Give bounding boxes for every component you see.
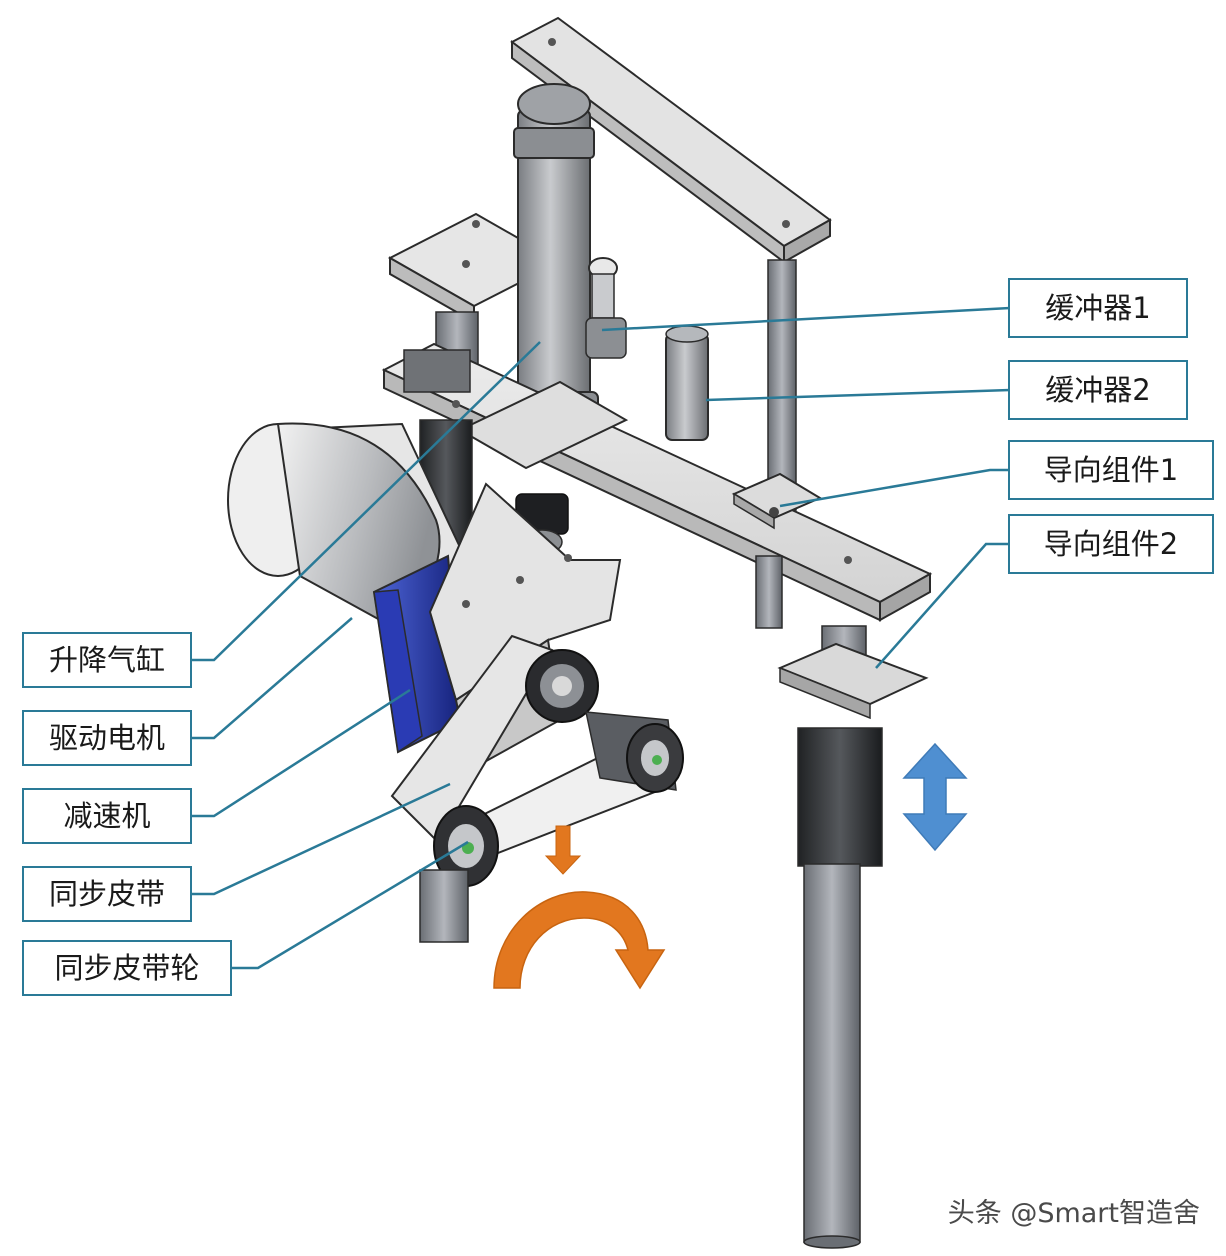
guide-1-flange xyxy=(731,472,823,530)
guide-sleeve xyxy=(797,727,883,867)
label-timing-belt: 同步皮带 xyxy=(22,866,192,922)
belt-arm xyxy=(390,634,599,844)
buffer-2-part xyxy=(665,325,709,441)
guide-2-flange xyxy=(777,625,929,720)
leader-guide-2 xyxy=(875,542,1010,669)
timing-pulley-part xyxy=(433,805,499,887)
label-guide-1: 导向组件1 xyxy=(1008,440,1214,500)
upper-guide-rod xyxy=(767,259,797,511)
leader-reducer xyxy=(192,688,411,818)
buffer-1-part xyxy=(585,257,627,359)
leader-drive-motor xyxy=(192,617,353,740)
lift-cylinder-body xyxy=(509,83,599,427)
long-guide-rod xyxy=(803,863,861,1243)
leader-guide-1 xyxy=(779,468,1010,508)
down-arrow-icon xyxy=(544,825,582,875)
label-guide-2: 导向组件2 xyxy=(1008,514,1214,574)
label-timing-pulley: 同步皮带轮 xyxy=(22,940,232,996)
leader-timing-belt xyxy=(192,782,451,896)
label-buffer-2: 缓冲器2 xyxy=(1008,360,1188,420)
label-buffer-1: 缓冲器1 xyxy=(1008,278,1188,338)
rotation-arrow-icon xyxy=(493,891,666,990)
watermark: 头条 @Smart智造舍 xyxy=(947,1198,1200,1229)
label-lift-cylinder: 升降气缸 xyxy=(22,632,192,688)
leader-buffer-1 xyxy=(601,306,1011,332)
leader-buffer-2 xyxy=(705,388,1011,402)
leader-lines xyxy=(192,306,1011,970)
label-reducer: 减速机 xyxy=(22,788,192,844)
label-drive-motor: 驱动电机 xyxy=(22,710,192,766)
leader-lift-cylinder xyxy=(192,341,541,662)
leader-timing-pulley xyxy=(232,840,469,970)
vertical-motion-arrow-icon xyxy=(902,742,968,852)
